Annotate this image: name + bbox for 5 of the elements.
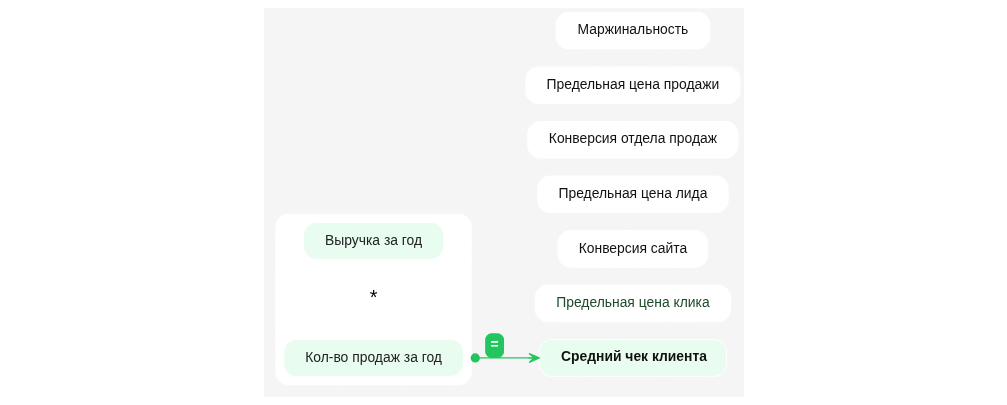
label: * xyxy=(369,286,377,309)
arrow xyxy=(470,352,540,364)
node-box: Средний чек клиента xyxy=(538,339,727,377)
cluster xyxy=(274,213,472,386)
edge-label: = xyxy=(490,335,499,352)
